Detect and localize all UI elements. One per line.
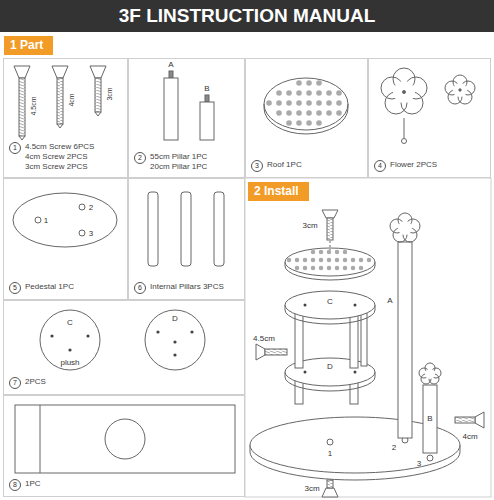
part-caption: 7 2PCS	[9, 377, 46, 389]
part-label: A	[387, 296, 392, 305]
part-caption: 4 Flower 2PCS	[374, 160, 437, 172]
item-number: 6	[134, 282, 146, 294]
part-label: B	[204, 84, 209, 93]
part-description: 4.5cm Screw 6PCS	[25, 142, 94, 152]
page-title: 3F LINSTRUCTION MANUAL	[0, 0, 494, 32]
item-number: 5	[9, 282, 21, 294]
item-number: 1	[9, 142, 21, 154]
part-description: Internal Pillars 3PCS	[150, 282, 224, 292]
caption-lines: 55cm Pillar 1PC20cm Pillar 1PC	[150, 152, 207, 172]
part-label: 4.5cm	[253, 334, 275, 343]
item-number: 4	[374, 160, 386, 172]
part-label: 2	[89, 203, 93, 212]
part-label: 1	[328, 449, 332, 458]
item-number: 2	[134, 152, 146, 164]
item-number: 7	[9, 377, 21, 389]
part-description: Pedestal 1PC	[25, 282, 74, 292]
part-label: A	[168, 60, 173, 69]
caption-lines: Pedestal 1PC	[25, 282, 74, 292]
part-caption: 3 Roof 1PC	[251, 160, 302, 172]
part-label: 3cm	[105, 87, 114, 100]
part-description: 55cm Pillar 1PC	[150, 152, 207, 162]
section-tab: 2 Install	[248, 182, 309, 201]
caption-lines: Flower 2PCS	[390, 160, 437, 170]
part-panel: 4 Flower 2PCS	[368, 58, 491, 178]
part-description: 20cm Pillar 1PC	[150, 162, 207, 172]
part-panel: 3 Roof 1PC	[245, 58, 368, 178]
part-label: plush	[60, 358, 79, 367]
item-number: 3	[251, 160, 263, 172]
part-caption: 1 4.5cm Screw 6PCS4cm Screw 2PCS3cm Screw…	[9, 142, 94, 172]
item-number: 8	[9, 479, 21, 491]
part-panel: 1 4.5cm Screw 6PCS4cm Screw 2PCS3cm Screw…	[3, 58, 128, 178]
part-panel: 6 Internal Pillars 3PCS	[128, 178, 245, 300]
part-label: C	[67, 318, 73, 327]
part-label: B	[427, 414, 432, 423]
part-label: 3cm	[304, 484, 319, 493]
part-caption: 8 1PC	[9, 479, 41, 491]
caption-lines: 4.5cm Screw 6PCS4cm Screw 2PCS3cm Screw …	[25, 142, 94, 172]
part-description: 3cm Screw 2PCS	[25, 162, 94, 172]
part-label: 3	[417, 459, 421, 468]
part-label: 4cm	[67, 93, 76, 106]
part-label: 4.5cm	[29, 96, 38, 115]
part-description: 2PCS	[25, 377, 46, 387]
part-label: 3	[89, 229, 93, 238]
part-description: Roof 1PC	[267, 160, 302, 170]
part-label: 2	[392, 443, 396, 452]
part-label: D	[327, 362, 333, 371]
part-description: 1PC	[25, 479, 41, 489]
part-description: Flower 2PCS	[390, 160, 437, 170]
part-panel: 2 55cm Pillar 1PC20cm Pillar 1PC	[128, 58, 245, 178]
part-panel: 5 Pedestal 1PC	[3, 178, 128, 300]
part-label: D	[172, 314, 178, 323]
part-label: C	[327, 297, 333, 306]
part-panel: 7 2PCS	[3, 300, 245, 395]
part-caption: 6 Internal Pillars 3PCS	[134, 282, 224, 294]
part-label: 4cm	[462, 432, 477, 441]
caption-lines: Internal Pillars 3PCS	[150, 282, 224, 292]
section-tab: 1 Part	[4, 36, 53, 55]
part-label: 3cm	[302, 221, 317, 230]
part-label: 1	[44, 216, 48, 225]
part-panel: 8 1PC	[3, 395, 245, 497]
caption-lines: Roof 1PC	[267, 160, 302, 170]
part-caption: 5 Pedestal 1PC	[9, 282, 74, 294]
part-description: 4cm Screw 2PCS	[25, 152, 94, 162]
caption-lines: 2PCS	[25, 377, 46, 387]
caption-lines: 1PC	[25, 479, 41, 489]
part-caption: 2 55cm Pillar 1PC20cm Pillar 1PC	[134, 152, 207, 172]
